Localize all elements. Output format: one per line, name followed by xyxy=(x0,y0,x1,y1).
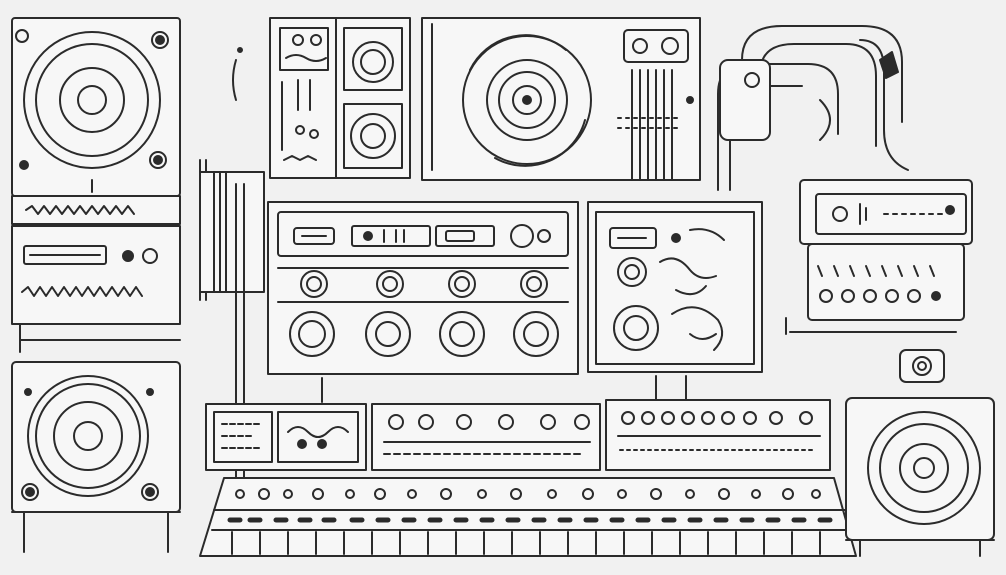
speaker-left-bottom xyxy=(11,361,181,553)
deck-left-lower xyxy=(11,225,181,353)
left-stand xyxy=(199,47,265,549)
small-knob-box xyxy=(899,349,945,383)
speaker-right-bottom xyxy=(845,397,995,557)
mixer-center xyxy=(267,201,579,403)
keyboard xyxy=(199,477,857,557)
amp-right xyxy=(785,179,973,335)
speaker-left-top xyxy=(11,17,181,197)
rack-row xyxy=(205,399,831,471)
small-module xyxy=(269,17,411,179)
effects-unit xyxy=(587,201,763,401)
deck-left-strip xyxy=(11,195,181,225)
turntable-unit xyxy=(421,17,701,181)
cable-bundle xyxy=(717,25,909,191)
